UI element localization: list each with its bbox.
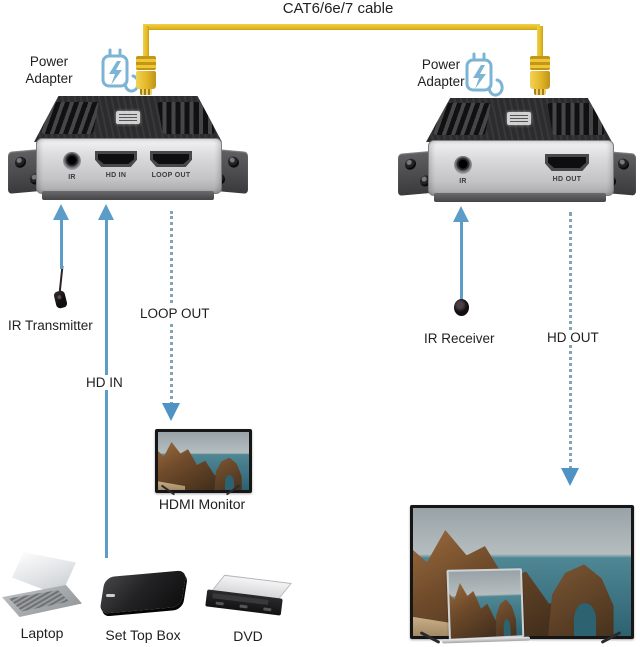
- brand-logo: [507, 112, 531, 125]
- ir-port: [454, 156, 472, 174]
- hd-out-flow-label: HD OUT: [543, 330, 603, 345]
- lightning-bolt-icon: [109, 61, 122, 85]
- screw-hole: [405, 158, 416, 171]
- loop-out-arrow-down: [162, 403, 180, 421]
- rj45-contacts: [140, 89, 152, 95]
- dvd-label: DVD: [233, 628, 263, 644]
- cable-horizontal-segment: [143, 24, 540, 30]
- device-top: [426, 98, 612, 142]
- hdmi-slot: [153, 154, 189, 164]
- ir-port-label: IR: [68, 174, 76, 181]
- rj45-connector-left: [136, 56, 156, 95]
- tv-laptop-screen: [446, 568, 525, 641]
- usb-slot: [106, 594, 115, 597]
- hd-out-arrow-down: [561, 468, 579, 486]
- loop-out-flow-label: LOOP OUT: [136, 306, 214, 321]
- ir-arrow-line: [60, 219, 63, 269]
- rj45-boot: [136, 56, 156, 70]
- screw-hole: [228, 156, 239, 169]
- power-adapter-icon-left: [101, 48, 140, 93]
- cable-right-drop: [537, 26, 543, 58]
- rock-cliff: [449, 577, 500, 638]
- device-base: [434, 193, 606, 202]
- vent-grille: [157, 102, 215, 134]
- arch-opening: [574, 602, 597, 636]
- set-top-box-label: Set Top Box: [105, 627, 181, 643]
- screw-hole: [618, 158, 629, 171]
- screw-hole: [15, 156, 26, 169]
- ir-receiver-label: IR Receiver: [424, 331, 495, 346]
- tv-laptop-picture: [448, 570, 523, 639]
- power-adapter-label-right: Power Adapter: [417, 57, 465, 89]
- rj45-contacts: [534, 89, 546, 95]
- power-adapter-icon-right: [465, 52, 504, 97]
- rj45-body: [136, 71, 156, 89]
- dvd-button: [239, 604, 248, 609]
- dvd-button: [215, 601, 224, 606]
- hd-in-arrow-up: [98, 204, 114, 220]
- device-base: [42, 191, 214, 200]
- set-top-box-body: [99, 570, 187, 614]
- dvd-button: [263, 607, 272, 612]
- rj45-body: [530, 71, 550, 89]
- vent-grille: [433, 103, 491, 135]
- beach: [158, 481, 186, 490]
- rj45-boot: [530, 56, 550, 70]
- cable-left-drop: [143, 26, 149, 58]
- cable-title: CAT6/6e/7 cable: [282, 0, 394, 17]
- ir-receiver-line: [460, 221, 463, 299]
- rock-cliff: [158, 441, 220, 490]
- ir-receiver-arrow-up: [453, 206, 469, 222]
- arch-opening: [225, 474, 235, 490]
- ir-receiver-head: [454, 299, 469, 316]
- hd-in-port-label: HD IN: [105, 172, 127, 179]
- brand-logo: [116, 111, 140, 124]
- vent-grille: [41, 102, 99, 134]
- hdmi-monitor-label: HDMI Monitor: [158, 496, 246, 512]
- hd-in-flow-label: HD IN: [82, 375, 127, 390]
- lightning-bolt-icon: [473, 65, 486, 89]
- hd-in-port: [95, 151, 137, 167]
- rj45-connector-right: [530, 56, 550, 95]
- ir-port-label: IR: [459, 178, 467, 185]
- hd-out-port-label: HD OUT: [552, 176, 582, 183]
- ir-transmitter-label: IR Transmitter: [8, 318, 93, 333]
- hdmi-slot: [98, 154, 134, 164]
- hdmi-slot: [548, 157, 586, 168]
- hd-out-port: [545, 154, 589, 171]
- device-top: [34, 96, 222, 142]
- ir-transmitter-head: [53, 289, 68, 310]
- laptop-label: Laptop: [20, 625, 64, 641]
- power-adapter-label-left: Power Adapter: [25, 54, 73, 86]
- receiver-device: IR HD OUT: [396, 96, 638, 208]
- vent-grille: [547, 103, 605, 135]
- loop-out-port-label: LOOP OUT: [151, 172, 191, 179]
- transmitter-device: IR HD IN LOOP OUT: [8, 94, 248, 206]
- ir-port: [63, 152, 81, 170]
- loop-out-port: [150, 151, 192, 167]
- monitor-picture: [158, 432, 249, 490]
- ir-arrow-up: [53, 204, 69, 220]
- monitor-frame: [155, 429, 252, 493]
